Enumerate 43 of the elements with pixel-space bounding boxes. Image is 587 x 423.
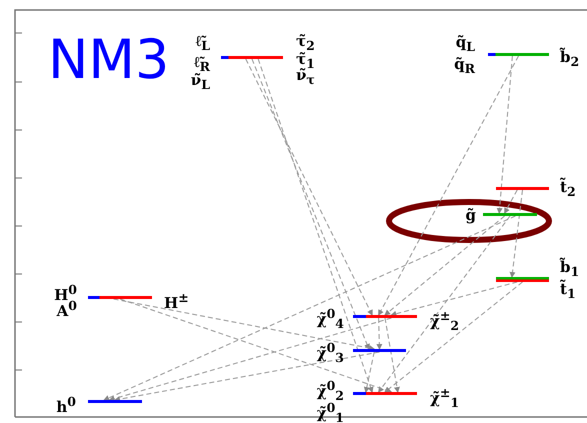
- decay-arrow: [252, 58, 370, 350]
- mass-level-line: [353, 392, 417, 395]
- mass-level-line: [488, 53, 549, 56]
- mass-level-line: [483, 213, 537, 216]
- particle-label: h$^{0}$: [56, 394, 76, 415]
- mass-level-line: [353, 349, 406, 352]
- particle-label: q̃$_{R}$: [454, 57, 475, 76]
- mass-level-line: [88, 400, 142, 403]
- particle-label: ℓ̃$_{L}$: [196, 34, 210, 53]
- mass-level-line: [353, 315, 417, 318]
- plot-title: NM3: [48, 28, 170, 92]
- decay-arrow: [384, 216, 506, 316]
- particle-label: t̃$_{1}$: [560, 282, 576, 301]
- particle-label: b̃$_{2}$: [560, 50, 580, 69]
- decay-arrow: [376, 318, 382, 350]
- decay-arrow: [384, 318, 400, 393]
- particle-label: g̃: [466, 208, 476, 223]
- particle-label: b̃$_{1}$: [560, 260, 580, 279]
- particle-label: ℓ̃$_{R}$: [194, 55, 210, 74]
- decay-arrow: [103, 216, 516, 401]
- particle-label: ν̃$_{L}$: [190, 73, 210, 92]
- decay-arrow: [364, 352, 375, 393]
- decay-arrow: [390, 282, 518, 317]
- decay-arrow: [258, 58, 374, 393]
- decay-arrow: [113, 298, 376, 351]
- decay-arrow: [108, 318, 392, 402]
- decay-arrow: [245, 58, 373, 316]
- decay-arrow: [496, 56, 513, 214]
- particle-label: q̃$_{L}$: [456, 35, 475, 54]
- decay-arrow: [120, 298, 392, 394]
- decay-arrow: [510, 190, 523, 278]
- mass-level-line: [221, 56, 283, 59]
- particle-label: τ̃$_{2}$: [296, 34, 315, 53]
- particle-label: t̃$_{2}$: [560, 180, 576, 199]
- particle-label: ν̃$_{τ}$: [296, 68, 315, 87]
- decay-arrow: [114, 352, 380, 402]
- decay-arrow: [378, 216, 510, 393]
- mass-level-line: [496, 187, 549, 190]
- decay-arrow: [378, 56, 519, 316]
- mass-level-line: [88, 296, 152, 299]
- particle-label: H$^{±}$: [164, 290, 189, 311]
- decay-arrow: [504, 190, 518, 214]
- decay-arrow: [384, 282, 523, 393]
